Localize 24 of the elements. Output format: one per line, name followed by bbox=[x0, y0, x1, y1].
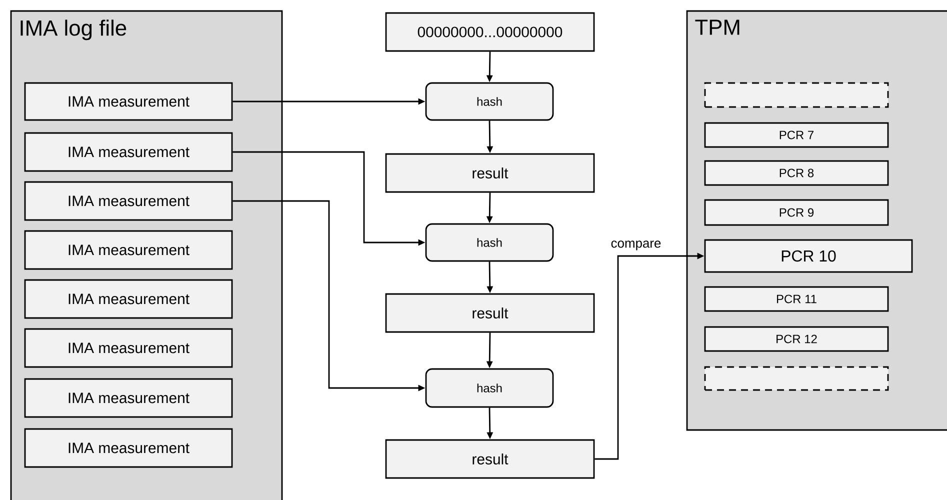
data-box: PCR 8 bbox=[704, 160, 889, 186]
empty-register-box bbox=[704, 82, 889, 108]
data-box: IMA measurement bbox=[24, 328, 233, 368]
data-box: PCR 12 bbox=[704, 326, 889, 352]
process-box: hash bbox=[425, 223, 554, 262]
data-box: PCR 10 bbox=[704, 239, 913, 273]
data-box: IMA measurement bbox=[24, 230, 233, 270]
data-box: IMA measurement bbox=[24, 279, 233, 319]
data-box: PCR 7 bbox=[704, 122, 889, 148]
process-box: hash bbox=[425, 82, 554, 121]
data-box: PCR 11 bbox=[704, 286, 889, 312]
data-box: 00000000...00000000 bbox=[385, 12, 595, 52]
data-box: IMA measurement bbox=[24, 428, 233, 468]
data-box: IMA measurement bbox=[24, 378, 233, 418]
data-box: result bbox=[385, 153, 595, 193]
data-box: result bbox=[385, 293, 595, 333]
data-box: result bbox=[385, 439, 595, 479]
data-box: IMA measurement bbox=[24, 132, 233, 172]
empty-register-box bbox=[704, 366, 889, 391]
data-box: PCR 9 bbox=[704, 199, 889, 226]
process-box: hash bbox=[425, 368, 554, 408]
edge-label: compare bbox=[611, 240, 661, 250]
data-box: IMA measurement bbox=[24, 82, 233, 121]
data-box: IMA measurement bbox=[24, 181, 233, 221]
